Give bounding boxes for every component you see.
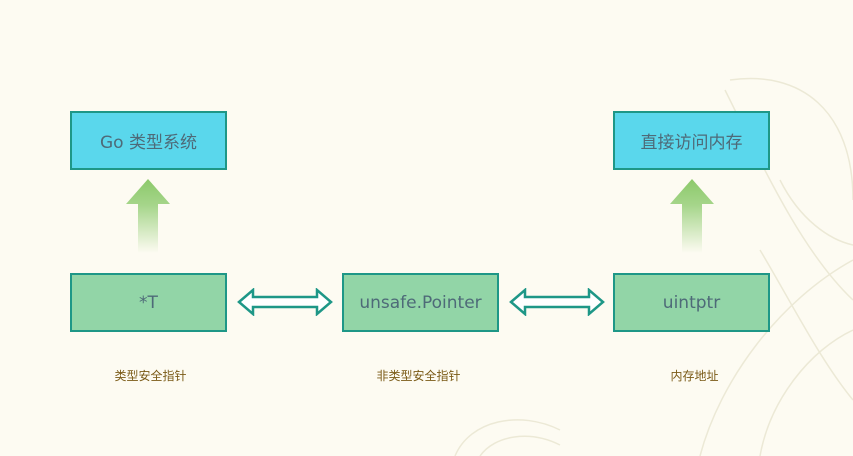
direct-memory-access-label: 直接访问内存 [640, 133, 743, 153]
go-type-system-label: Go 类型系统 [100, 133, 197, 153]
unsafe-pointer-caption: 非类型安全指针 [376, 369, 461, 383]
typed-pointer-box: *T [70, 273, 227, 332]
direct-memory-access-box: 直接访问内存 [613, 111, 770, 170]
memory-address-caption: 内存地址 [670, 369, 719, 383]
unsafe-pointer-label: unsafe.Pointer [359, 292, 482, 313]
typed-pointer-label: *T [139, 292, 158, 313]
up-arrow-left [126, 179, 170, 253]
double-arrow-left [237, 288, 333, 316]
double-arrow-right [509, 288, 605, 316]
uintptr-box: uintptr [613, 273, 770, 332]
typed-pointer-caption: 类型安全指针 [114, 369, 187, 383]
unsafe-pointer-box: unsafe.Pointer [342, 273, 499, 332]
uintptr-label: uintptr [662, 292, 721, 313]
go-type-system-box: Go 类型系统 [70, 111, 227, 170]
up-arrow-right [670, 179, 714, 253]
